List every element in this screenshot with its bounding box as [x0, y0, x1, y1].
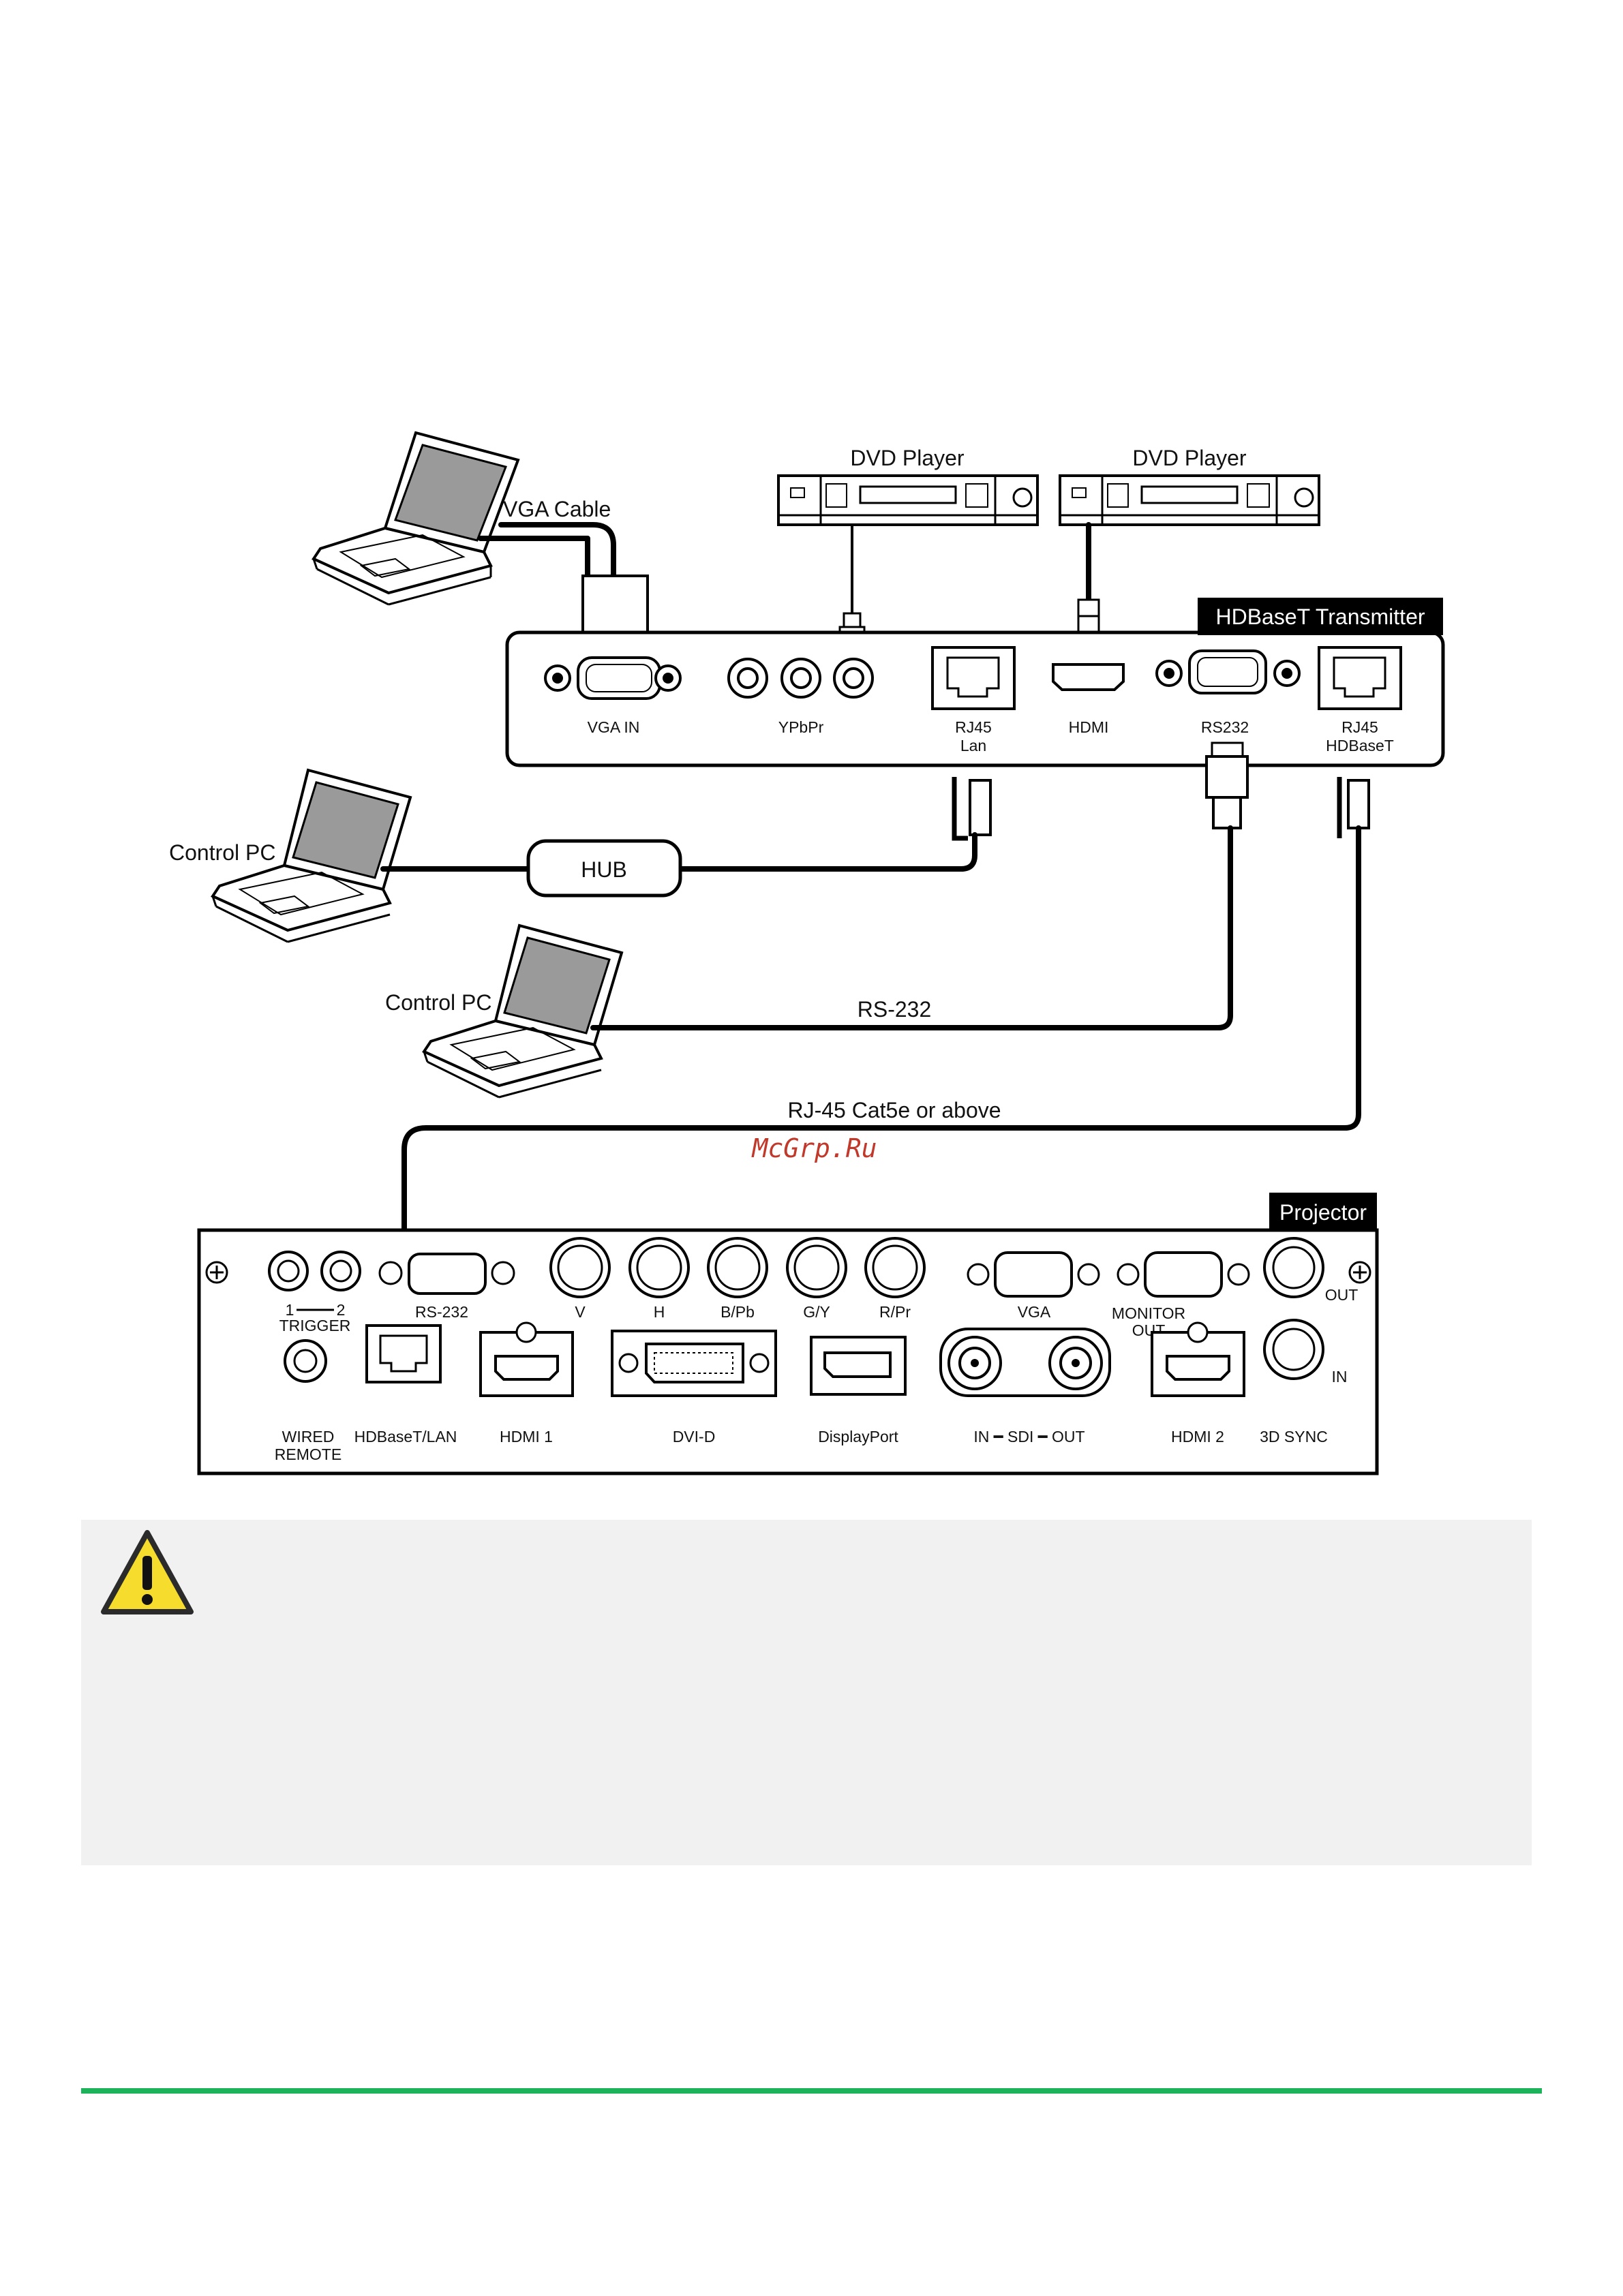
- rs232-cable-label: RS-232: [858, 997, 932, 1022]
- watermark: McGrp.Ru: [750, 1133, 877, 1163]
- svg-text:REMOTE: REMOTE: [275, 1445, 342, 1463]
- lan-label: Lan: [960, 737, 986, 754]
- lan-cable: [678, 832, 977, 872]
- hub-icon: HUB: [526, 839, 682, 898]
- laptop-icon: [312, 431, 520, 606]
- svg-text:IN: IN: [1332, 1368, 1348, 1386]
- ypbpr-label: YPbPr: [778, 718, 824, 736]
- screw-icon: [205, 1261, 228, 1284]
- projector-vga-port: VGA: [967, 1251, 1100, 1321]
- footer-rule: [81, 2088, 1542, 2094]
- rs232-port: RS232: [1155, 649, 1301, 736]
- hdmi-port: HDMI: [1052, 663, 1125, 736]
- note-box: [81, 1520, 1532, 1865]
- trigger-label: TRIGGER: [279, 1317, 351, 1334]
- dvd-player-1-label: DVD Player: [850, 446, 965, 470]
- laptop-icon: [211, 768, 412, 943]
- dvi-d-label: DVI-D: [673, 1428, 716, 1445]
- wired-remote-label: WIRED: [282, 1428, 335, 1445]
- svg-text:2: 2: [337, 1301, 346, 1319]
- transmitter-title: HDBaseT Transmitter: [1215, 604, 1425, 629]
- projector-rs232-port: RS-232: [378, 1253, 515, 1321]
- projector-panel: Projector 1 2 TRIGGER RS-232 V: [197, 1193, 1379, 1475]
- sdi-label: IN ━ SDI ━ OUT: [973, 1428, 1084, 1445]
- projector-title: Projector: [1279, 1200, 1367, 1225]
- dvi-d-port: [611, 1330, 777, 1397]
- projector-vga-label: VGA: [1018, 1303, 1051, 1321]
- vga-cable: [498, 522, 616, 582]
- projector-rs232-label: RS-232: [415, 1303, 468, 1321]
- rj45-hdbaset-label: RJ45: [1341, 718, 1378, 736]
- dvd-player-2-label: DVD Player: [1132, 446, 1247, 470]
- svg-text:MONITOR: MONITOR: [1112, 1304, 1185, 1322]
- rj45-hdbaset-port: RJ45 HDBaseT: [1318, 646, 1402, 754]
- rs232-cable: [590, 825, 1233, 1030]
- svg-text:OUT: OUT: [1325, 1286, 1359, 1304]
- db9-plug: [1205, 741, 1249, 829]
- cat5e-cable: [401, 825, 1361, 1338]
- sync-3d-label: 3D SYNC: [1260, 1428, 1328, 1445]
- hdmi-2-label: HDMI 2: [1171, 1428, 1224, 1445]
- svg-text:1: 1: [286, 1301, 294, 1319]
- screw-icon: [1348, 1261, 1371, 1284]
- projector-hdbaset-port: [365, 1324, 442, 1383]
- hdmi-label: HDMI: [1069, 718, 1109, 736]
- hub-label: HUB: [581, 857, 627, 882]
- svg-text:R/Pr: R/Pr: [879, 1303, 911, 1321]
- laptop-icon: [422, 923, 624, 1099]
- vga-cable: [478, 535, 590, 582]
- monitor-out-port: MONITOR OUT: [1112, 1251, 1250, 1339]
- rj45-plug: [952, 777, 992, 841]
- dvd-player-icon: [777, 474, 1039, 526]
- sdi-port: [939, 1328, 1111, 1397]
- trigger-port: 1 2 TRIGGER: [268, 1251, 361, 1334]
- vga-in-label: VGA IN: [588, 718, 640, 736]
- bnc-ports: V H B/Pb G/Y R/Pr: [549, 1237, 926, 1321]
- hdbaset-lan-label: HDBaseT/LAN: [354, 1428, 457, 1445]
- rs232-label: RS232: [1201, 718, 1249, 736]
- hdmi-1-label: HDMI 1: [500, 1428, 553, 1445]
- sync-3d-port: OUT IN: [1263, 1237, 1359, 1386]
- vga-in-port: VGA IN: [544, 656, 682, 736]
- svg-text:B/Pb: B/Pb: [721, 1303, 755, 1321]
- dvd-player-icon: [1059, 474, 1320, 526]
- vga-cable-label: VGA Cable: [503, 497, 611, 521]
- svg-text:G/Y: G/Y: [803, 1303, 830, 1321]
- warning-icon: [101, 1530, 194, 1614]
- displayport-port: [810, 1336, 907, 1396]
- rj45-plug: [1337, 777, 1370, 838]
- hdbaset-label: HDBaseT: [1326, 737, 1394, 754]
- hdmi-2-port: [1151, 1321, 1245, 1397]
- rj45-lan-port: RJ45 Lan: [931, 646, 1016, 754]
- cat5e-cable-label: RJ-45 Cat5e or above: [787, 1098, 1001, 1122]
- svg-text:V: V: [575, 1303, 586, 1321]
- svg-text:H: H: [654, 1303, 665, 1321]
- wired-remote-port: [284, 1339, 327, 1383]
- control-pc-2-label: Control PC: [385, 990, 492, 1015]
- ypbpr-port: YPbPr: [727, 658, 874, 736]
- displayport-label: DisplayPort: [818, 1428, 898, 1445]
- hdbaset-transmitter: HDBaseT Transmitter VGA IN YPbPr RJ45 La…: [505, 598, 1445, 767]
- control-pc-1-label: Control PC: [169, 840, 276, 865]
- rj45-lan-label: RJ45: [955, 718, 992, 736]
- hdmi-1-port: [479, 1321, 574, 1397]
